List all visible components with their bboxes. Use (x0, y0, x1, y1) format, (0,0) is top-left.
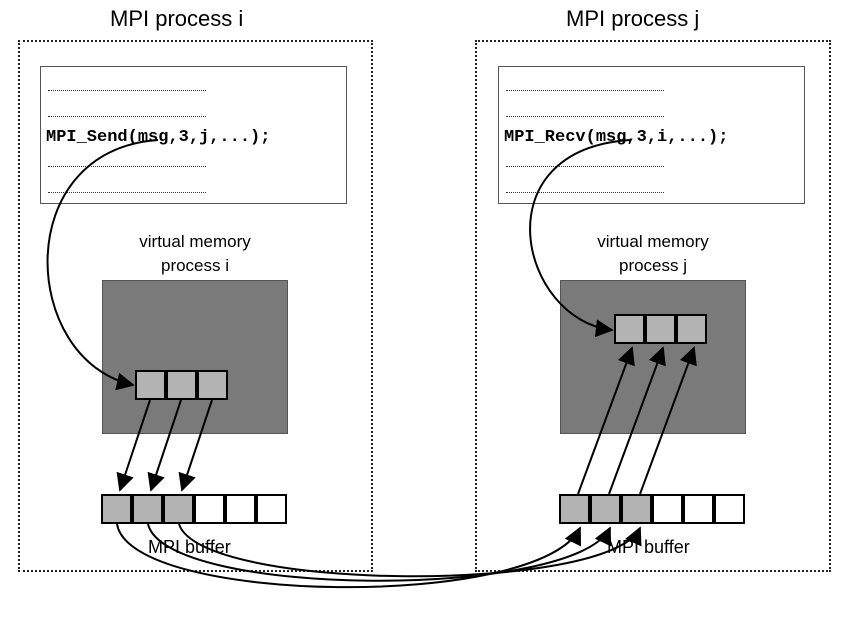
process-j-vm-label: virtual memory process j (560, 230, 746, 278)
process-i-buffer-cell (256, 494, 287, 524)
vm-label-line1: virtual memory (139, 232, 251, 251)
process-i-code-box: MPI_Send(msg,3,j,...); (40, 66, 347, 204)
process-j-msg-cell (645, 314, 676, 344)
process-j-buffer-cell (621, 494, 652, 524)
process-j-msg-cell (676, 314, 707, 344)
code-placeholder-line (506, 90, 664, 91)
process-i-msg-cell (166, 370, 197, 400)
process-i-virtual-memory (102, 280, 288, 434)
process-j-buffer-cell (590, 494, 621, 524)
send-to-memory-arrow (46, 139, 159, 391)
recv-to-memory-arrow (529, 139, 631, 338)
transfer-arrow (116, 523, 581, 589)
copy-to-buffer-arrow (178, 399, 213, 492)
vm-label-line2: process j (618, 256, 688, 275)
code-placeholder-line (48, 116, 206, 117)
copy-to-buffer-arrow (116, 399, 151, 492)
code-placeholder-line (506, 192, 664, 193)
transfer-arrow (178, 523, 642, 578)
copy-to-memory-arrow (608, 346, 666, 495)
process-j-frame (475, 40, 831, 572)
vm-label-line2: process i (160, 256, 230, 275)
process-j-buffer-cell (714, 494, 745, 524)
copy-to-memory-arrow (639, 346, 697, 495)
process-i-buffer-cell (132, 494, 163, 524)
process-i-buffer-cell (225, 494, 256, 524)
code-placeholder-line (506, 166, 664, 167)
process-j-buffer-cell (683, 494, 714, 524)
copy-to-buffer-arrow (147, 399, 182, 492)
vm-label-line1: virtual memory (597, 232, 709, 251)
process-i-msg-cell (135, 370, 166, 400)
process-i-buffer-cell (101, 494, 132, 524)
code-placeholder-line (48, 166, 206, 167)
process-j-msg-cell (614, 314, 645, 344)
process-i-msg-cell (197, 370, 228, 400)
process-i-send-call: MPI_Send(msg,3,j,...); (46, 128, 271, 147)
transfer-arrow (147, 523, 611, 582)
process-j-recv-call: MPI_Recv(msg,3,i,...); (504, 128, 729, 147)
process-i-buffer-label: MPI buffer (148, 537, 231, 557)
process-i-title: MPI process i (110, 6, 244, 31)
process-i-buffer-cell (194, 494, 225, 524)
process-i-buffer-cell (163, 494, 194, 524)
process-i-vm-label: virtual memory process i (102, 230, 288, 278)
process-j-code-box: MPI_Recv(msg,3,i,...); (498, 66, 805, 204)
process-j-buffer-cell (652, 494, 683, 524)
code-placeholder-line (48, 192, 206, 193)
copy-to-memory-arrow (577, 346, 635, 495)
process-j-buffer-cell (559, 494, 590, 524)
code-placeholder-line (506, 116, 664, 117)
code-placeholder-line (48, 90, 206, 91)
process-j-title: MPI process j (566, 6, 700, 31)
